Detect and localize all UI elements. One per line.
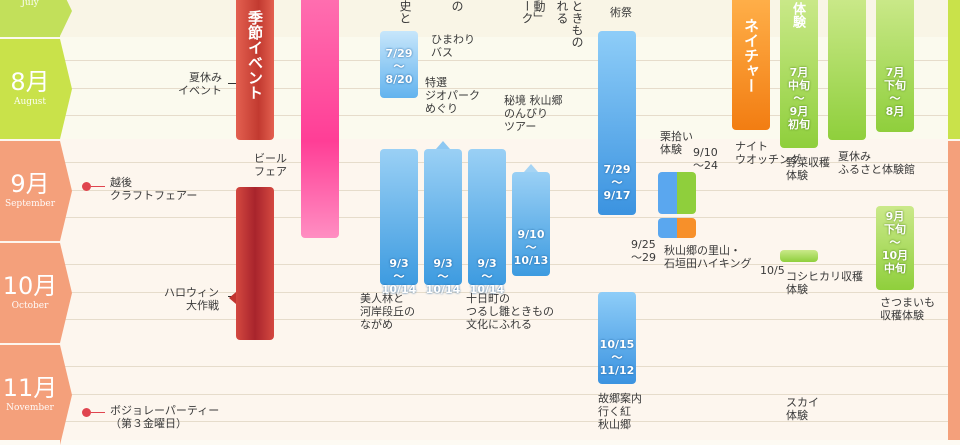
tour-bar-bijin[interactable]: 9/3 〜 10/14 — [380, 149, 418, 296]
row-november — [0, 343, 960, 440]
bar-date: 7月 中旬 〜 9月 初旬 — [788, 66, 810, 131]
kokyo-bar[interactable]: 10/15 〜 11/12 — [598, 292, 636, 384]
satsuma-label[interactable]: さつまいも 収穫体験 — [880, 296, 935, 322]
month-en-label: August — [13, 97, 47, 107]
furusato-bar[interactable] — [828, 0, 866, 140]
month-tab-november: 11月 November — [0, 345, 60, 440]
month-arrow — [60, 0, 72, 36]
event-halloween[interactable]: ハロウィン 大作戦 — [164, 286, 219, 312]
akiyama-tour-label[interactable]: 秘境 秋山郷 のんびり ツアー — [504, 94, 563, 133]
himawari-bus-label[interactable]: ひまわり バス — [431, 33, 475, 59]
art-festival-bar[interactable]: 7/29 〜 9/17 — [598, 31, 636, 215]
kuri-bar[interactable] — [658, 172, 696, 214]
satsuma-bar[interactable]: 9月 下旬 〜 10月 中旬 — [876, 206, 914, 290]
beer-fair-bar[interactable] — [301, 0, 339, 238]
month-tab-july: July — [0, 0, 60, 37]
right-edge-strip — [948, 0, 960, 139]
month-label: 10月 — [2, 272, 58, 300]
event-dot — [82, 182, 105, 191]
connector — [228, 83, 236, 84]
season-event-bar-autumn[interactable] — [236, 187, 274, 340]
koshihikari-label[interactable]: コシヒカリ収穫 体験 — [786, 270, 863, 296]
cut-text: 史と — [398, 0, 412, 24]
event-beaujolais[interactable]: ボジョレーパーティー （第３金曜日） — [110, 404, 220, 430]
kokyo-label[interactable]: 故郷案内 行く紅 秋山郷 — [598, 392, 642, 431]
hiking-label[interactable]: 秋山郷の里山・ 石垣田ハイキング — [664, 244, 752, 270]
koshihikari-date: 10/5 — [760, 264, 785, 277]
event-dot — [82, 408, 105, 417]
month-label: 8月 — [10, 68, 50, 96]
month-tab-september: 9月 September — [0, 141, 60, 241]
season-event-bar[interactable]: 季節イベント — [236, 0, 274, 140]
beer-fair-label[interactable]: ビール フェア — [254, 152, 287, 178]
kuri-label[interactable]: 栗拾い 体験 — [660, 130, 693, 156]
taiken-label: 体験 — [790, 2, 805, 28]
month-arrow — [60, 39, 72, 139]
month-label: 11月 — [2, 374, 58, 402]
month-label: 9月 — [10, 170, 50, 198]
month-arrow — [60, 141, 72, 241]
bar-date: 7月 下旬 〜 8月 — [884, 66, 906, 118]
koshihikari-bar[interactable] — [780, 250, 818, 262]
event-craft[interactable]: 越後 クラフトフェアー — [110, 176, 198, 202]
nature-label: ネイチャー — [742, 18, 760, 93]
bar-date: 7/29 〜 8/20 — [385, 47, 413, 86]
furusato-label[interactable]: 夏休み ふるさと体験館 — [838, 150, 915, 176]
bijin-label[interactable]: 美人林と 河岸段丘の ながめ — [360, 292, 415, 331]
cut-text: 動」 — [532, 0, 546, 24]
bar-date: 9/10 〜 10/13 — [513, 228, 549, 267]
event-summer[interactable]: 夏休み イベント — [178, 71, 222, 97]
bar-date: 9/3 〜 10/14 — [469, 257, 505, 296]
taiken-bar[interactable]: 体験 7月 中旬 〜 9月 初旬 — [780, 0, 818, 148]
himawari-bus-bar[interactable]: 7/29 〜 8/20 — [380, 31, 418, 98]
bar-pointer — [229, 292, 236, 304]
kuri-date: 9/10 〜24 — [693, 146, 718, 172]
tour-bar-tokamachi[interactable]: 9/3 〜 10/14 — [468, 149, 506, 296]
season-event-label: 季節イベント — [246, 10, 264, 100]
month-en-label: July — [21, 0, 39, 8]
bar-pointer — [436, 141, 450, 149]
hiking-date: 9/25 〜29 — [631, 238, 656, 264]
summer-green-bar[interactable]: 7月 下旬 〜 8月 — [876, 0, 914, 132]
geopark-label[interactable]: 特選 ジオパーク めぐり — [425, 76, 480, 115]
cut-text: ときもの — [570, 0, 584, 48]
month-en-label: September — [4, 199, 56, 209]
cut-text: ーク — [520, 0, 534, 24]
cut-text: れる — [555, 0, 569, 24]
month-arrow — [60, 243, 72, 343]
month-tab-october: 10月 October — [0, 243, 60, 343]
nature-bar[interactable]: ネイチャー — [732, 0, 770, 130]
month-en-label: October — [11, 301, 49, 311]
month-arrow — [60, 345, 72, 445]
cut-text: の — [450, 0, 464, 12]
bar-date: 9月 下旬 〜 10月 中旬 — [881, 210, 909, 275]
tour-bar-akiyama[interactable]: 9/10 〜 10/13 — [512, 172, 550, 276]
bar-pointer — [524, 164, 538, 172]
right-edge-strip — [948, 141, 960, 440]
vegetable-harvest-label[interactable]: 野菜収穫 体験 — [786, 156, 830, 182]
bar-date: 7/29 〜 9/17 — [603, 163, 631, 202]
night-watching-label[interactable]: ナイト ウオッチング — [735, 140, 801, 166]
month-tab-august: 8月 August — [0, 39, 60, 139]
tokamachi-label[interactable]: 十日町の つるし雛ときもの 文化にふれる — [466, 292, 554, 331]
hiking-bar[interactable] — [658, 218, 696, 238]
bar-date: 9/3 〜 10/14 — [381, 257, 417, 296]
cut-text: 術祭 — [610, 6, 632, 19]
bar-date: 10/15 〜 11/12 — [599, 338, 635, 377]
ski-label[interactable]: スカイ 体験 — [786, 396, 819, 422]
tour-bar-geo[interactable]: 9/3 〜 10/14 — [424, 149, 462, 296]
month-en-label: November — [6, 403, 54, 413]
bar-date: 9/3 〜 10/14 — [425, 257, 461, 296]
